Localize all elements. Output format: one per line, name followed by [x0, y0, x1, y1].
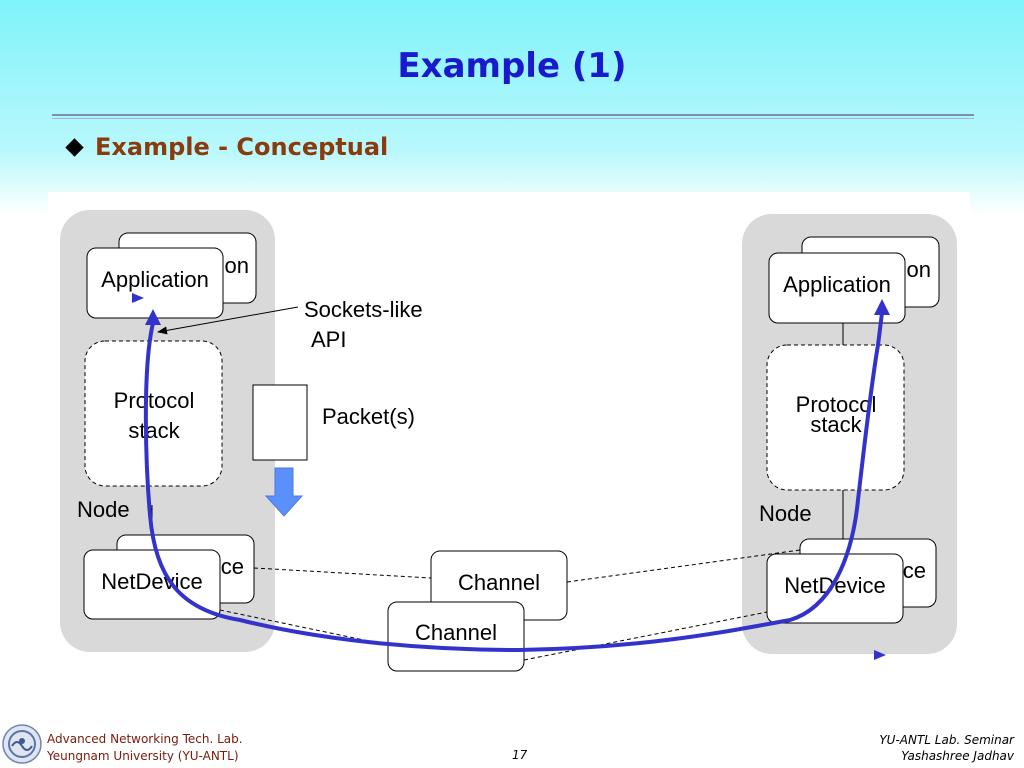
bullet-row: Example - Conceptual: [64, 130, 388, 164]
footer-lab-line1: Advanced Networking Tech. Lab.: [47, 732, 243, 746]
footer-right-line2: Yashashree Jadhav: [901, 749, 1014, 763]
packet-label: Packet(s): [322, 404, 415, 429]
university-logo-icon: [2, 724, 42, 764]
footer-seminar-info: YU-ANTL Lab. Seminar Yashashree Jadhav: [879, 732, 1014, 764]
footer-right-line1: YU-ANTL Lab. Seminar: [879, 733, 1014, 747]
right-protocol-label-1: Protocol: [796, 392, 877, 417]
footer-lab-info: Advanced Networking Tech. Lab. Yeungnam …: [47, 731, 243, 765]
right-app-front-label: Application: [783, 272, 891, 297]
sockets-api-label-2: API: [311, 327, 346, 352]
channel-link-4: [523, 611, 768, 661]
left-protocol-stack-box: [84, 340, 223, 487]
title-divider-thin: [52, 118, 974, 119]
footer-lab-line2: Yeungnam University (YU-ANTL): [47, 749, 239, 763]
bullet-text: Example - Conceptual: [95, 133, 389, 161]
channel-link-1: [253, 567, 432, 579]
left-netdev-front-label: NetDevice: [101, 569, 202, 594]
right-node-label: Node: [759, 501, 812, 526]
path-arrowhead-right-icon: [874, 299, 890, 315]
right-node: on Application Protocol stack Node ce Ne…: [742, 214, 957, 660]
right-netdev-front-box: [766, 553, 904, 624]
channel-back-label: Channel: [458, 570, 540, 595]
right-protocol-stack-box: [766, 344, 905, 491]
left-node-label: Node: [77, 497, 130, 522]
right-triangle-icon: [874, 650, 886, 660]
left-node: on Application Protocol stack Node ce Ne…: [60, 210, 275, 652]
packet-down-arrow-icon: [264, 467, 304, 517]
packet-flow-path: [143, 312, 884, 653]
left-netdev-front-box: [83, 549, 221, 620]
left-app-triangle-icon: [132, 293, 144, 303]
left-app-front-label: Application: [101, 267, 209, 292]
right-netdev-back-label: ce: [903, 558, 926, 583]
left-netdev-back-label: ce: [221, 554, 244, 579]
sockets-api-arrow: [157, 306, 299, 335]
right-protocol-label-2: stack: [810, 412, 862, 437]
sockets-api-label-1: Sockets-like: [304, 297, 423, 322]
channel-front-box: [387, 601, 525, 672]
channel-front-label: Channel: [415, 620, 497, 645]
right-netdev-front-label: NetDevice: [784, 573, 885, 598]
title-divider: [52, 114, 974, 116]
path-arrowhead-left-icon: [145, 309, 161, 325]
left-protocol-label-1: Protocol: [114, 388, 195, 413]
left-protocol-label-2: stack: [128, 418, 180, 443]
left-app-back-label: on: [225, 253, 249, 278]
right-app-front-box: [768, 252, 906, 324]
packet-box: [252, 384, 308, 461]
page-number: 17: [512, 748, 528, 762]
slide-title: Example (1): [397, 46, 627, 86]
right-app-back-label: on: [907, 257, 931, 282]
